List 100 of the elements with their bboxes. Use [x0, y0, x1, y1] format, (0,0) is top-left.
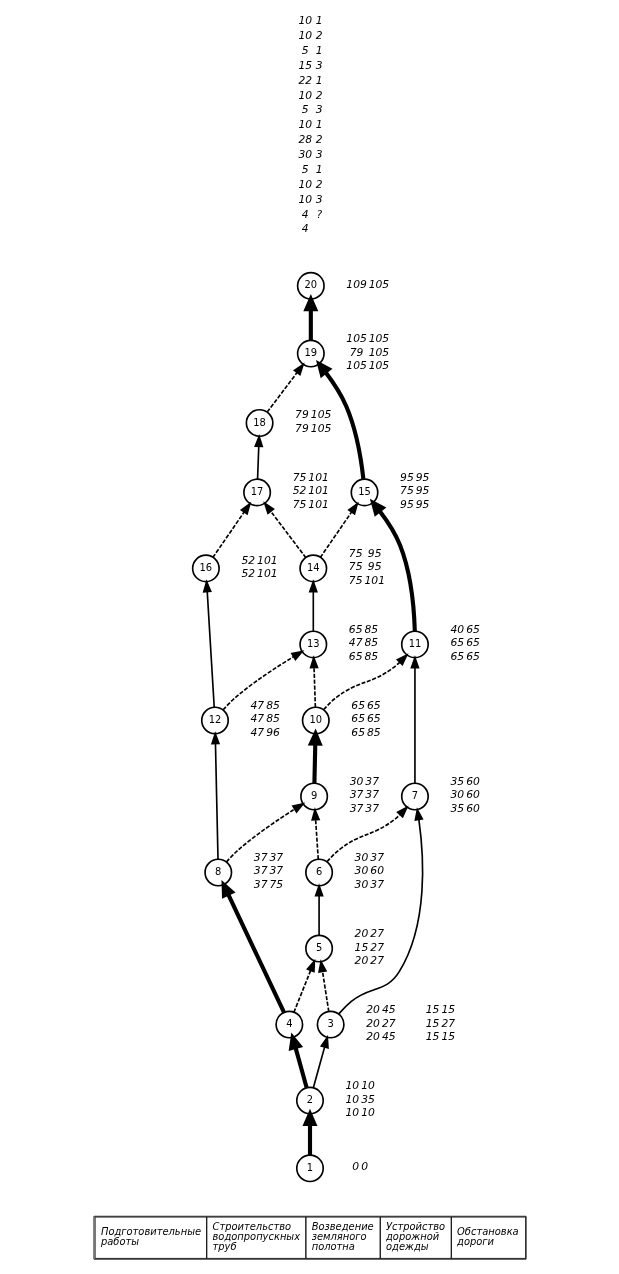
- node-label: 79: [294, 408, 309, 422]
- node-label: 35: [360, 1092, 375, 1106]
- node-label: 65: [348, 649, 363, 663]
- node-label: 65: [366, 712, 381, 726]
- node-label: 15: [425, 1016, 439, 1030]
- label: 1: [315, 118, 323, 132]
- node-label: 101: [256, 567, 278, 581]
- node-label: 65: [449, 649, 464, 663]
- node-label: 85: [265, 699, 280, 713]
- label: ?: [316, 207, 322, 221]
- node-label: 65: [465, 623, 480, 637]
- node-label: 10: [360, 1079, 375, 1093]
- node-label: 101: [256, 553, 278, 567]
- label: 4: [301, 207, 309, 221]
- node-label: 65: [350, 725, 365, 739]
- node-label: 65: [449, 636, 464, 650]
- node-label: 37: [253, 851, 267, 865]
- node-label: 105: [345, 358, 367, 372]
- node-label: 20: [365, 1029, 380, 1043]
- node-label: 30: [349, 775, 363, 789]
- label: 3: [315, 148, 323, 162]
- node-label: 60: [465, 801, 480, 815]
- node-label: 37: [369, 877, 384, 891]
- node-label: 30: [354, 864, 368, 878]
- node-label: 37: [253, 877, 267, 891]
- node-label: 95: [415, 471, 429, 485]
- label: Устройство дорожной одежды: [385, 1220, 445, 1252]
- label: 10: [297, 177, 312, 191]
- node-label: 37: [253, 864, 267, 878]
- node-label: 101: [307, 484, 329, 498]
- label: 1: [315, 73, 323, 87]
- label: 2: [315, 177, 323, 191]
- node-label: 85: [364, 623, 378, 637]
- node-label: 15: [440, 1029, 455, 1043]
- node-label: 37: [269, 864, 283, 878]
- label: Возведение земляного полотна: [311, 1220, 374, 1252]
- node-label: 10: [345, 1092, 359, 1106]
- node-label: 60: [369, 864, 384, 878]
- node-label: 60: [465, 775, 480, 789]
- node-label: 10: [345, 1105, 359, 1119]
- node-label: 65: [348, 623, 363, 637]
- node-label: 75: [399, 484, 414, 498]
- label: Подготовительные работы: [100, 1225, 201, 1247]
- node-label: 101: [307, 497, 329, 511]
- node-label: 105: [368, 345, 389, 359]
- node-label: 96: [265, 725, 280, 739]
- node-label: 105: [368, 332, 389, 346]
- node-label: 52: [292, 484, 306, 498]
- node-label: 15: [425, 1029, 439, 1043]
- node-label: 35: [449, 801, 464, 815]
- node-label: 75: [348, 560, 363, 574]
- node-label: 37: [269, 851, 283, 865]
- node-label: 85: [364, 636, 378, 650]
- label: 22: [297, 73, 312, 87]
- node-label: 15: [354, 940, 368, 954]
- node-label: 30: [354, 877, 368, 891]
- node-label: 27: [381, 1016, 396, 1030]
- label: Строительство водопропускных труб: [211, 1220, 300, 1252]
- label: 5: [301, 43, 309, 57]
- label: 3: [315, 58, 323, 72]
- node-label: 15: [425, 1003, 439, 1017]
- node-label: 75: [269, 877, 283, 891]
- node-label: 105: [345, 332, 367, 346]
- node-label: 35: [449, 775, 464, 789]
- node-label: 47: [348, 636, 363, 650]
- label: 1: [315, 14, 323, 28]
- node-label: 40: [449, 623, 464, 637]
- node-label: 75: [348, 573, 363, 587]
- node-label: 79: [349, 345, 363, 359]
- label: 3: [315, 192, 323, 206]
- label: 10: [297, 192, 312, 206]
- node-label: 95: [415, 484, 429, 498]
- node-label: 27: [440, 1016, 455, 1030]
- node-label: 47: [250, 725, 264, 739]
- node-label: 27: [369, 927, 384, 941]
- node-label: 30: [354, 851, 368, 865]
- node-label: 105: [368, 358, 389, 372]
- node-label: 37: [349, 801, 363, 815]
- node-label: 10: [360, 1105, 375, 1119]
- label: 10: [297, 29, 312, 43]
- node-label: 30: [449, 788, 464, 802]
- node-label: 95: [399, 497, 414, 511]
- node-label: 65: [350, 699, 365, 713]
- node-label: 20: [365, 1016, 380, 1030]
- node-label: 95: [415, 497, 429, 511]
- label: 2: [315, 29, 323, 43]
- label: 30: [297, 148, 312, 162]
- node-label: 85: [366, 725, 381, 739]
- label: 10: [297, 14, 312, 28]
- node-label: 101: [364, 573, 385, 587]
- label: 2: [315, 133, 323, 147]
- node-label: 75: [292, 497, 306, 511]
- node-label: 65: [465, 636, 480, 650]
- node-label: 65: [465, 649, 480, 663]
- node-label: 52: [240, 567, 255, 581]
- node-label: 20: [354, 953, 368, 967]
- node-label: 45: [381, 1029, 396, 1043]
- label: 10: [297, 118, 312, 132]
- node-label: 15: [440, 1003, 455, 1017]
- node-label: 37: [364, 775, 379, 789]
